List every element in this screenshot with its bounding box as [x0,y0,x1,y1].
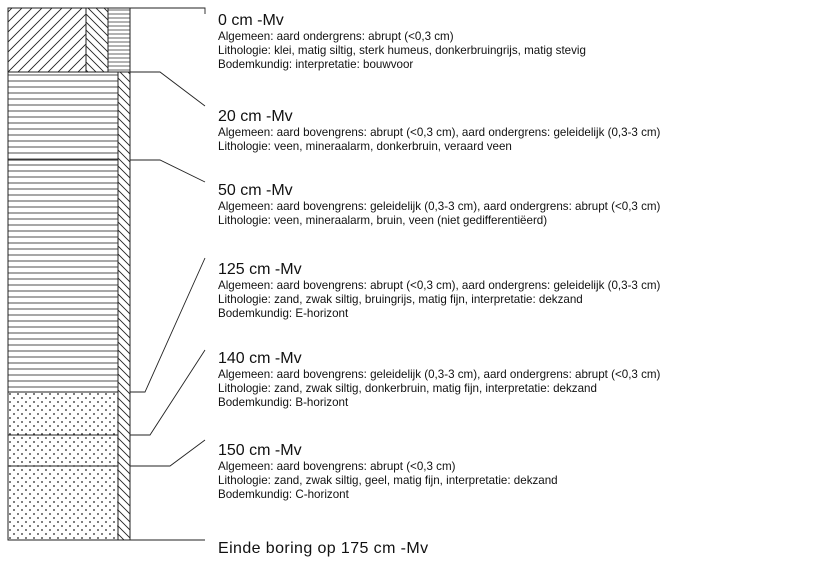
layer-general: Algemeen: aard bovengrens: geleidelijk (… [218,200,661,213]
layer-general: Algemeen: aard bovengrens: abrupt (<0,3 … [218,126,661,139]
layer-soil: Bodemkundig: B-horizont [218,396,349,409]
layer-20: 20 cm -Mv Algemeen: aard bovengrens: abr… [218,108,660,154]
end-of-boring-label: Einde boring op 175 cm -Mv [218,540,429,557]
log-side-column-top [107,7,131,73]
leader-line-20 [130,71,206,107]
layer-general: Algemeen: aard bovengrens: abrupt (<0,3 … [218,460,456,473]
layer-lithology: Lithologie: klei, matig siltig, sterk hu… [218,44,586,57]
layer-depth: 50 cm -Mv [218,182,293,199]
leader-line-140 [130,349,206,436]
layer-soil: Bodemkundig: E-horizont [218,307,349,320]
layer-depth: 125 cm -Mv [218,261,302,278]
log-layer-peat [7,71,119,393]
layer-depth: 20 cm -Mv [218,108,293,125]
layer-depth: 0 cm -Mv [218,12,284,29]
log-layer-clay [7,7,87,73]
layer-lithology: Lithologie: zand, zwak siltig, bruingrij… [218,293,583,306]
log-side-column [117,71,131,541]
leader-line-50 [130,159,206,183]
layer-soil: Bodemkundig: C-horizont [218,488,349,501]
layer-lithology: Lithologie: veen, mineraalarm, bruin, ve… [218,214,548,227]
layer-0: 0 cm -Mv Algemeen: aard ondergrens: abru… [218,12,586,72]
layer-soil: Bodemkundig: interpretatie: bouwvoor [218,58,414,71]
layer-general: Algemeen: aard ondergrens: abrupt (<0,3 … [218,30,454,43]
leader-line-150 [130,439,206,467]
layer-lithology: Lithologie: zand, zwak siltig, donkerbru… [218,382,597,395]
layer-50: 50 cm -Mv Algemeen: aard bovengrens: gel… [218,182,660,228]
leader-line-0 [130,7,206,14]
log-layer-clay-strip [85,7,109,73]
layer-general: Algemeen: aard bovengrens: abrupt (<0,3 … [218,279,661,292]
layer-depth: 150 cm -Mv [218,442,302,459]
layer-150: 150 cm -Mv Algemeen: aard bovengrens: ab… [218,442,558,502]
layer-140: 140 cm -Mv Algemeen: aard bovengrens: ge… [218,350,660,410]
layer-general: Algemeen: aard bovengrens: geleidelijk (… [218,368,661,381]
layer-125: 125 cm -Mv Algemeen: aard bovengrens: ab… [218,261,660,321]
layer-lithology: Lithologie: zand, zwak siltig, geel, mat… [218,474,558,487]
leader-line-125 [130,257,206,393]
layer-lithology: Lithologie: veen, mineraalarm, donkerbru… [218,140,512,153]
layer-depth: 140 cm -Mv [218,350,302,367]
